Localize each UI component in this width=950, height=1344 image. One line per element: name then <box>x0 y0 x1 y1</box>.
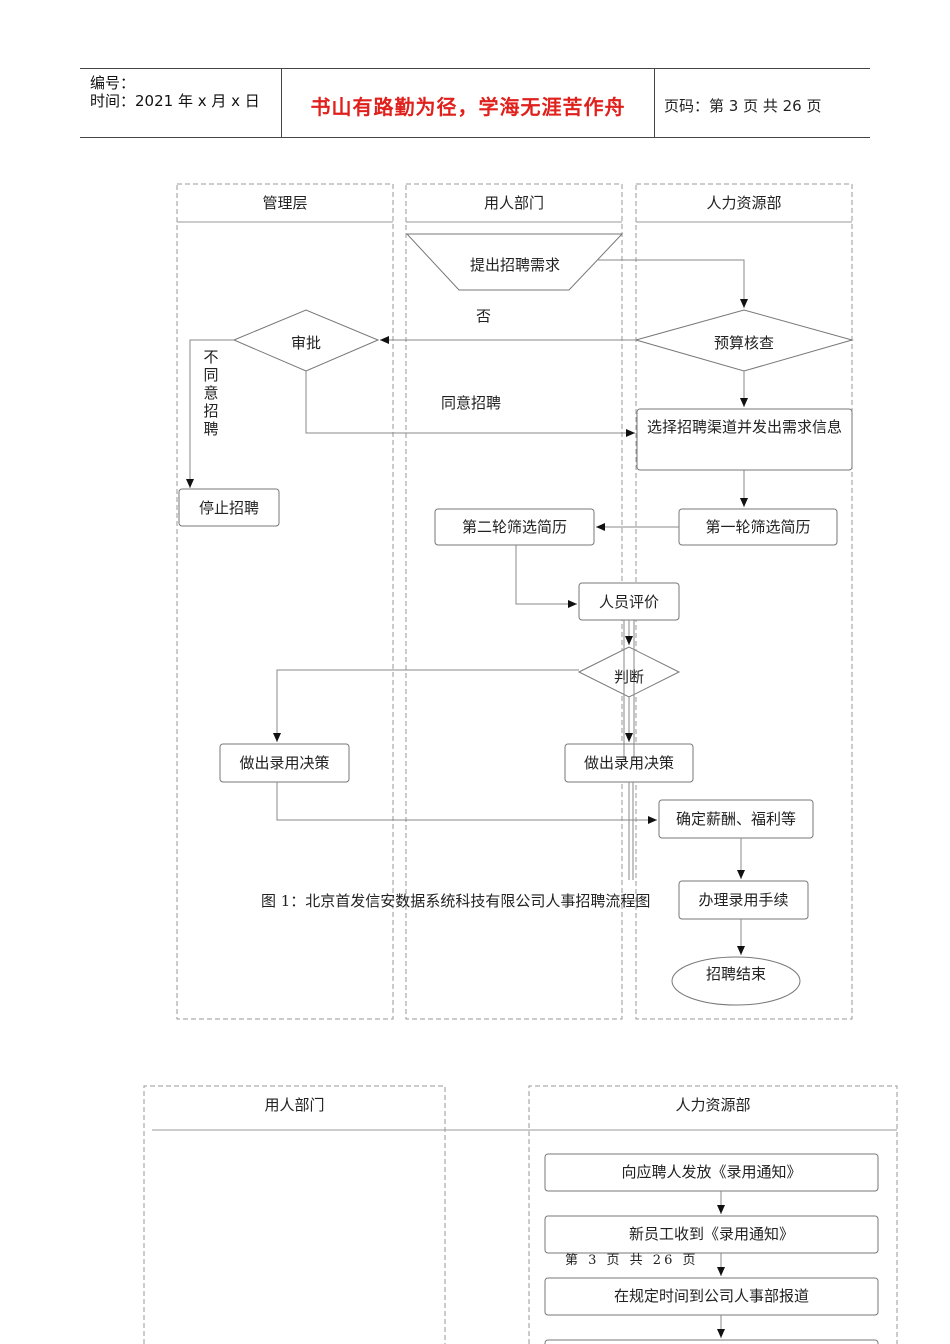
lane2-header-hr: 人力资源部 <box>675 1096 751 1114</box>
no-label: 否 <box>476 307 492 325</box>
figure-caption: 图 1：北京首发信安数据系统科技有限公司人事招聘流程图 <box>261 892 651 910</box>
lane-management <box>176 183 394 1020</box>
stop-box <box>178 488 280 527</box>
budget-check-diamond <box>634 309 854 372</box>
approve-label: 审批 <box>290 334 321 352</box>
lane2-hr <box>528 1085 898 1344</box>
end-ellipse <box>671 956 801 1006</box>
step2-label: 新员工收到《录用通知》 <box>628 1225 794 1243</box>
judge-label: 判断 <box>613 668 644 686</box>
page-info: 页码：第 3 页 共 26 页 <box>664 97 822 115</box>
channel-label: 选择招聘渠道并发出需求信息 <box>646 418 842 436</box>
evaluate-label: 人员评价 <box>598 593 659 611</box>
decide-mid-label: 做出录用决策 <box>583 754 674 772</box>
step3-box <box>544 1277 879 1316</box>
budget-check-label: 预算核查 <box>713 334 774 352</box>
step4-box <box>544 1339 879 1344</box>
number-label: 编号： <box>90 74 136 92</box>
step2-box <box>544 1215 879 1254</box>
judge-diamond <box>577 646 681 698</box>
header-divider <box>654 69 655 137</box>
step3-label: 在规定时间到公司人事部报道 <box>613 1287 809 1305</box>
approve-diamond <box>232 309 380 372</box>
lane-header-hr: 人力资源部 <box>706 194 782 212</box>
round2-label: 第二轮筛选简历 <box>461 518 567 536</box>
motto: 书山有路勤为径，学海无涯苦作舟 <box>310 95 626 119</box>
salary-box <box>658 799 814 839</box>
lane2-hiring-dept <box>143 1085 446 1344</box>
lane-header-hiring-dept: 用人部门 <box>483 194 544 212</box>
procedure-box <box>678 880 809 920</box>
round2-box <box>434 508 595 546</box>
submit-request-label: 提出招聘需求 <box>469 256 560 274</box>
submit-request-shape <box>405 233 624 291</box>
disagree-label: 不同意招聘 <box>203 348 219 438</box>
step1-label: 向应聘人发放《录用通知》 <box>621 1163 802 1181</box>
end-label: 招聘结束 <box>705 965 766 983</box>
time-label: 时间：2021 年 x 月 x 日 <box>90 92 260 110</box>
round1-label: 第一轮筛选简历 <box>705 518 811 536</box>
lane-header-management: 管理层 <box>262 194 308 212</box>
agree-label: 同意招聘 <box>441 394 502 412</box>
header-divider <box>281 69 282 137</box>
step1-box <box>544 1153 879 1192</box>
procedure-label: 办理录用手续 <box>698 891 789 909</box>
page-footer: 第 3 页 共 26 页 <box>565 1253 699 1268</box>
stop-label: 停止招聘 <box>198 499 259 517</box>
lane2-header-hiring-dept: 用人部门 <box>264 1096 325 1114</box>
salary-label: 确定薪酬、福利等 <box>675 810 796 828</box>
decide-left-label: 做出录用决策 <box>239 754 330 772</box>
decide-left-box <box>219 743 350 783</box>
document-header: 编号： 时间：2021 年 x 月 x 日 书山有路勤为径，学海无涯苦作舟 页码… <box>80 68 870 138</box>
